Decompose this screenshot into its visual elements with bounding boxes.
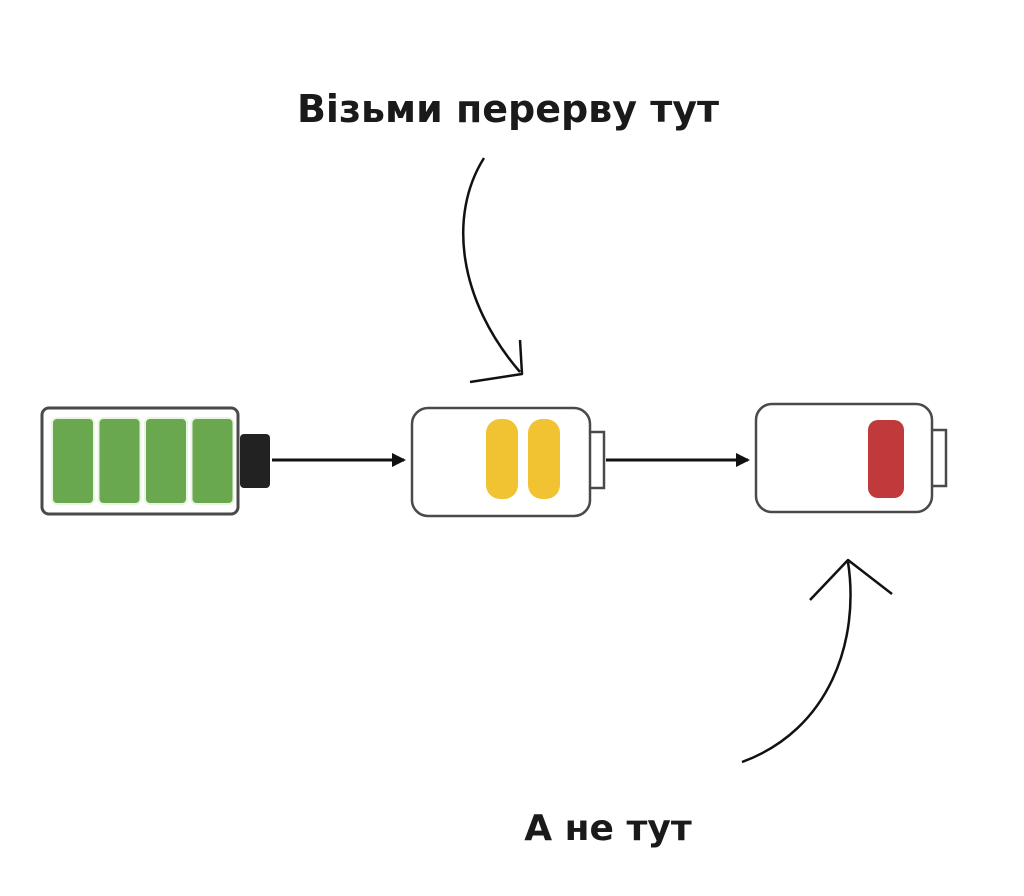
battery-body (754, 402, 934, 514)
battery-terminal (240, 434, 270, 488)
curved-arrow-icon (741, 558, 893, 764)
curved-arrow-icon (461, 157, 524, 384)
battery-charge-cell (144, 417, 188, 505)
battery-charge-cell (486, 419, 518, 499)
battery-charge-cell (528, 419, 560, 499)
caption-bottom: А не тут (524, 808, 692, 849)
battery-charge-cell (51, 417, 95, 505)
battery-icon-half (410, 406, 606, 518)
caption-top: Візьми перерву тут (297, 87, 719, 131)
battery-charge-cell (868, 420, 904, 498)
battery-icon-full (40, 406, 270, 516)
battery-icon-low (754, 402, 948, 514)
battery-charge-cell (97, 417, 142, 505)
battery-terminal (590, 430, 606, 490)
battery-charge-cell (190, 417, 235, 505)
battery-terminal (932, 428, 948, 488)
